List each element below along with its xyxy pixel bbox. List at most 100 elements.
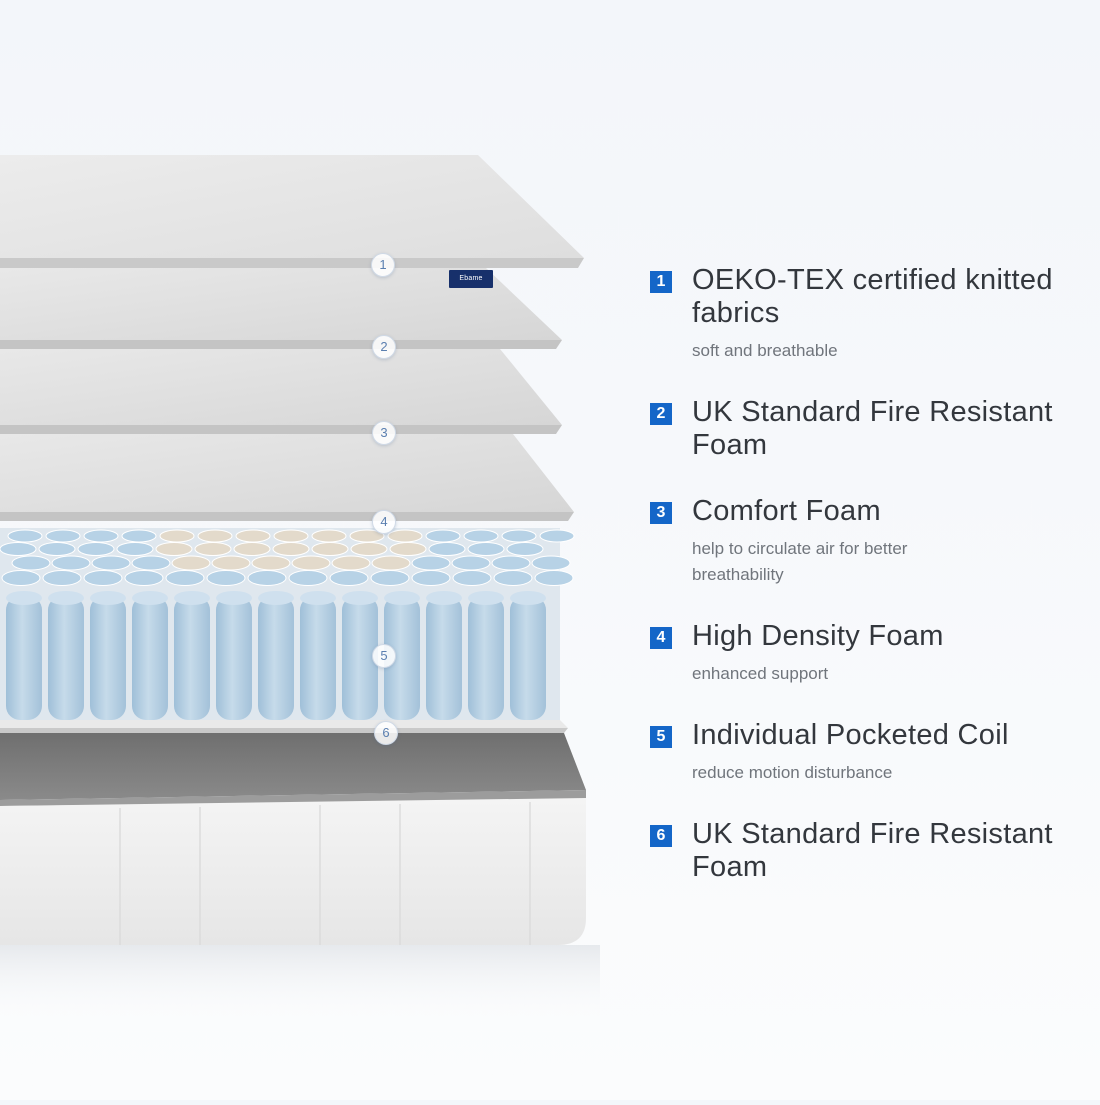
feature-description-1: soft and breathable xyxy=(692,341,838,360)
coil-top xyxy=(233,542,271,556)
coil-top xyxy=(411,555,451,571)
coil-top xyxy=(311,542,349,556)
coil-top xyxy=(159,529,195,543)
coil-top xyxy=(389,542,427,556)
layer-6-fire-resistant-foam xyxy=(0,720,568,733)
coil-top xyxy=(121,529,157,543)
coil-top xyxy=(272,542,310,556)
coil-top xyxy=(83,529,119,543)
coil-cylinder xyxy=(426,591,462,720)
feature-number-badge-1: 1 xyxy=(650,271,672,293)
brand-tag: Ebame xyxy=(449,270,493,288)
feature-title-5: Individual Pocketed Coil xyxy=(692,719,1009,751)
coil-top xyxy=(387,529,423,543)
coil-top xyxy=(291,555,331,571)
coil-top xyxy=(534,570,574,586)
feature-title-2: UK Standard Fire Resistant Foam xyxy=(692,396,1053,461)
layer-marker-6: 6 xyxy=(374,721,398,745)
layer-marker-1: 1 xyxy=(371,253,395,277)
coil-top xyxy=(288,570,328,586)
layer-marker-5: 5 xyxy=(372,644,396,668)
coil-top xyxy=(452,570,492,586)
coil-top xyxy=(131,555,171,571)
coil-top xyxy=(506,542,544,556)
coil-cylinder xyxy=(342,591,378,720)
coil-top xyxy=(501,529,537,543)
coil-top xyxy=(42,570,82,586)
layer-marker-3: 3 xyxy=(372,421,396,445)
feature-title-3: Comfort Foam xyxy=(692,495,881,527)
coil-top xyxy=(51,555,91,571)
mattress-layers-graphic xyxy=(0,155,600,1025)
coil-top xyxy=(91,555,131,571)
feature-description-4: enhanced support xyxy=(692,664,829,683)
feature-title-1: OEKO-TEX certified knitted fabrics xyxy=(692,264,1053,329)
coil-top xyxy=(0,542,37,556)
coil-top xyxy=(124,570,164,586)
coil-top xyxy=(251,555,291,571)
coil-top xyxy=(38,542,76,556)
coil-top xyxy=(311,529,347,543)
coil-cylinder xyxy=(48,591,84,720)
coil-top xyxy=(331,555,371,571)
coil-top xyxy=(370,570,410,586)
layer-5-pocketed-coils xyxy=(0,528,575,724)
feature-number-badge-6: 6 xyxy=(650,825,672,847)
coil-cylinder xyxy=(6,591,42,720)
layer-marker-2: 2 xyxy=(372,335,396,359)
feature-number-badge-4: 4 xyxy=(650,627,672,649)
coil-top xyxy=(428,542,466,556)
coil-top xyxy=(11,555,51,571)
coil-cylinder xyxy=(258,591,294,720)
coil-top xyxy=(206,570,246,586)
coil-top xyxy=(45,529,81,543)
mattress-illustration: Ebame 1 2 3 4 5 6 xyxy=(0,155,600,1025)
coil-top xyxy=(165,570,205,586)
coil-top xyxy=(171,555,211,571)
layer-2-fire-resistant-foam xyxy=(0,268,562,349)
coil-top xyxy=(7,529,43,543)
layer-4-high-density-foam xyxy=(0,434,574,521)
coil-top xyxy=(463,529,499,543)
coil-top xyxy=(155,542,193,556)
coil-top xyxy=(197,529,233,543)
feature-number-badge-3: 3 xyxy=(650,502,672,524)
coil-cylinder xyxy=(510,591,546,720)
coil-top xyxy=(211,555,251,571)
coil-top xyxy=(531,555,571,571)
coil-top xyxy=(371,555,411,571)
coil-cylinder xyxy=(90,591,126,720)
coil-top xyxy=(467,542,505,556)
layer-marker-4: 4 xyxy=(372,510,396,534)
coil-top xyxy=(247,570,287,586)
coil-top xyxy=(539,529,575,543)
coil-top xyxy=(235,529,271,543)
coil-top xyxy=(273,529,309,543)
coil-top xyxy=(116,542,154,556)
coil-top xyxy=(77,542,115,556)
feature-description-5: reduce motion disturbance xyxy=(692,763,893,782)
feature-number-badge-2: 2 xyxy=(650,403,672,425)
feature-title-4: High Density Foam xyxy=(692,620,944,652)
coil-top xyxy=(194,542,232,556)
coil-top xyxy=(349,529,385,543)
coil-top xyxy=(1,570,41,586)
coil-top xyxy=(411,570,451,586)
coil-top xyxy=(491,555,531,571)
coil-cylinder xyxy=(300,591,336,720)
coil-cylinder xyxy=(174,591,210,720)
coil-top xyxy=(425,529,461,543)
feature-title-6: UK Standard Fire Resistant Foam xyxy=(692,818,1053,883)
coil-top xyxy=(83,570,123,586)
coil-cylinder xyxy=(216,591,252,720)
coil-top xyxy=(350,542,388,556)
coil-cylinder xyxy=(132,591,168,720)
coil-top xyxy=(451,555,491,571)
coil-cylinder xyxy=(384,591,420,720)
mattress-base xyxy=(0,733,600,1025)
layer-3-comfort-foam xyxy=(0,349,562,434)
coil-top xyxy=(493,570,533,586)
coil-cylinder xyxy=(468,591,504,720)
coil-top xyxy=(329,570,369,586)
layer-1-fabric-top xyxy=(0,155,584,268)
